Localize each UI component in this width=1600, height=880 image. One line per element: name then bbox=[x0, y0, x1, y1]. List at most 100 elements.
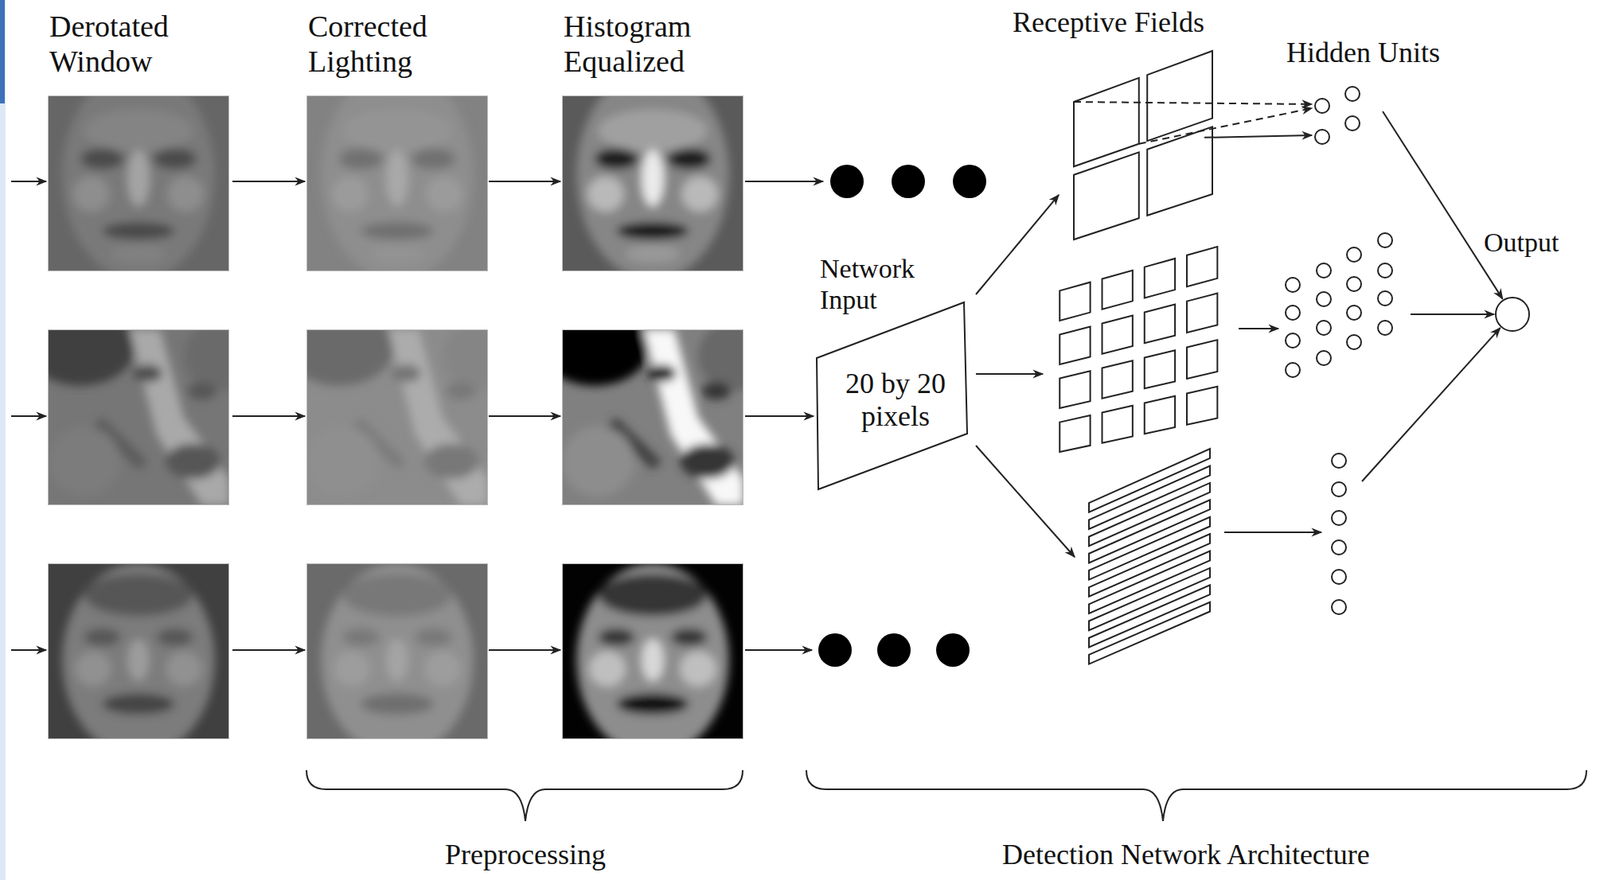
face-feature bbox=[643, 329, 744, 506]
face-features bbox=[62, 563, 215, 740]
face-feature bbox=[165, 444, 220, 480]
hidden-unit bbox=[1377, 233, 1393, 248]
hidden-unit bbox=[1285, 305, 1300, 320]
column-heading: Corrected Lighting bbox=[308, 9, 476, 79]
slide-edge bbox=[0, 0, 6, 880]
face-feature bbox=[84, 628, 121, 647]
hidden-unit bbox=[1315, 129, 1330, 145]
face-frame bbox=[48, 330, 230, 506]
face-feature bbox=[339, 148, 383, 170]
column-heading: Derotated Window bbox=[49, 9, 217, 79]
face-feature bbox=[667, 148, 711, 170]
flow-arrow bbox=[232, 649, 305, 652]
output-arrow bbox=[1382, 111, 1503, 300]
face-features bbox=[561, 329, 744, 506]
face-feature bbox=[576, 563, 730, 740]
face-feature bbox=[343, 628, 380, 647]
flow-arrow bbox=[488, 415, 561, 418]
face-feature bbox=[561, 329, 649, 387]
ellipsis-dot bbox=[818, 633, 852, 668]
face-feature bbox=[386, 150, 408, 207]
ellipsis-dot bbox=[891, 164, 925, 199]
hidden-unit bbox=[1377, 263, 1393, 278]
column-heading: Histogram Equalized bbox=[563, 9, 739, 79]
hidden-unit bbox=[1346, 277, 1362, 292]
receptive-field-cell bbox=[1144, 304, 1175, 344]
flow-arrow bbox=[745, 180, 824, 183]
face-feature bbox=[306, 329, 394, 387]
input-plane: Network Input20 by 20 pixels bbox=[811, 246, 972, 502]
flow-arrow bbox=[745, 649, 812, 652]
group-label: Detection Network Architecture bbox=[1002, 839, 1370, 872]
hidden-unit bbox=[1345, 116, 1360, 131]
face-frame bbox=[307, 96, 488, 272]
face-feature bbox=[424, 651, 461, 687]
face-feature bbox=[641, 639, 664, 682]
face-feature bbox=[616, 694, 689, 716]
node-heading: Output bbox=[1483, 226, 1559, 258]
hidden-unit bbox=[1316, 292, 1331, 307]
face-image bbox=[47, 95, 230, 272]
face-feature bbox=[641, 150, 664, 207]
receptive-field-cell bbox=[1102, 270, 1133, 310]
face-feature bbox=[47, 329, 135, 387]
receptive-field-cell bbox=[1059, 326, 1090, 364]
face-feature bbox=[127, 150, 149, 207]
hidden-unit bbox=[1331, 569, 1347, 585]
face-feature bbox=[80, 148, 125, 170]
hidden-unit bbox=[1285, 362, 1300, 378]
hidden-unit bbox=[1285, 333, 1300, 348]
receptive-field-strip bbox=[1088, 602, 1210, 665]
face-feature bbox=[576, 95, 730, 272]
face-image bbox=[561, 95, 744, 272]
face-frame bbox=[562, 564, 744, 740]
receptive-field-cell bbox=[1144, 350, 1175, 389]
slide-edge-accent bbox=[0, 0, 5, 104]
face-feature bbox=[561, 426, 635, 497]
receptive-field-cell bbox=[1186, 386, 1218, 426]
face-feature bbox=[671, 628, 708, 647]
group-label: Preprocessing bbox=[444, 839, 606, 872]
group-bracket bbox=[306, 770, 743, 822]
face-feature bbox=[587, 176, 625, 212]
face-feature bbox=[47, 426, 121, 497]
hidden-unit bbox=[1377, 320, 1393, 336]
hidden-unit bbox=[1331, 540, 1347, 555]
hidden-unit bbox=[1316, 263, 1331, 278]
input-arrow bbox=[11, 180, 47, 183]
face-feature bbox=[343, 573, 453, 617]
face-feature bbox=[679, 444, 734, 480]
node-body: 20 by 20 pixels bbox=[829, 367, 962, 434]
face-feature bbox=[625, 245, 680, 263]
face-image bbox=[306, 95, 488, 272]
face-feature bbox=[132, 364, 162, 383]
face-feature bbox=[411, 148, 456, 170]
hidden-unit bbox=[1285, 277, 1300, 293]
face-feature bbox=[702, 382, 731, 400]
hidden-unit bbox=[1331, 600, 1347, 615]
flow-arrow bbox=[232, 180, 305, 183]
face-feature bbox=[129, 329, 230, 506]
face-feature bbox=[679, 651, 717, 687]
face-features bbox=[47, 329, 230, 506]
face-feature bbox=[598, 628, 636, 647]
face-feature bbox=[442, 329, 488, 391]
face-frame bbox=[562, 330, 744, 506]
face-feature bbox=[101, 222, 175, 240]
face-feature bbox=[343, 109, 453, 153]
hidden-unit bbox=[1377, 291, 1393, 306]
face-feature bbox=[415, 628, 453, 647]
flow-arrow bbox=[745, 415, 814, 418]
ellipsis-dot bbox=[877, 633, 911, 668]
input-plane-shape bbox=[816, 302, 968, 490]
flow-arrow bbox=[232, 415, 305, 418]
hidden-unit bbox=[1346, 305, 1362, 320]
face-feature bbox=[360, 222, 434, 240]
face-feature bbox=[370, 245, 425, 263]
face-feature bbox=[598, 109, 708, 153]
receptive-link bbox=[1204, 135, 1312, 138]
face-feature bbox=[73, 176, 110, 212]
hidden-unit bbox=[1316, 351, 1331, 366]
flow-arrow bbox=[488, 649, 561, 652]
